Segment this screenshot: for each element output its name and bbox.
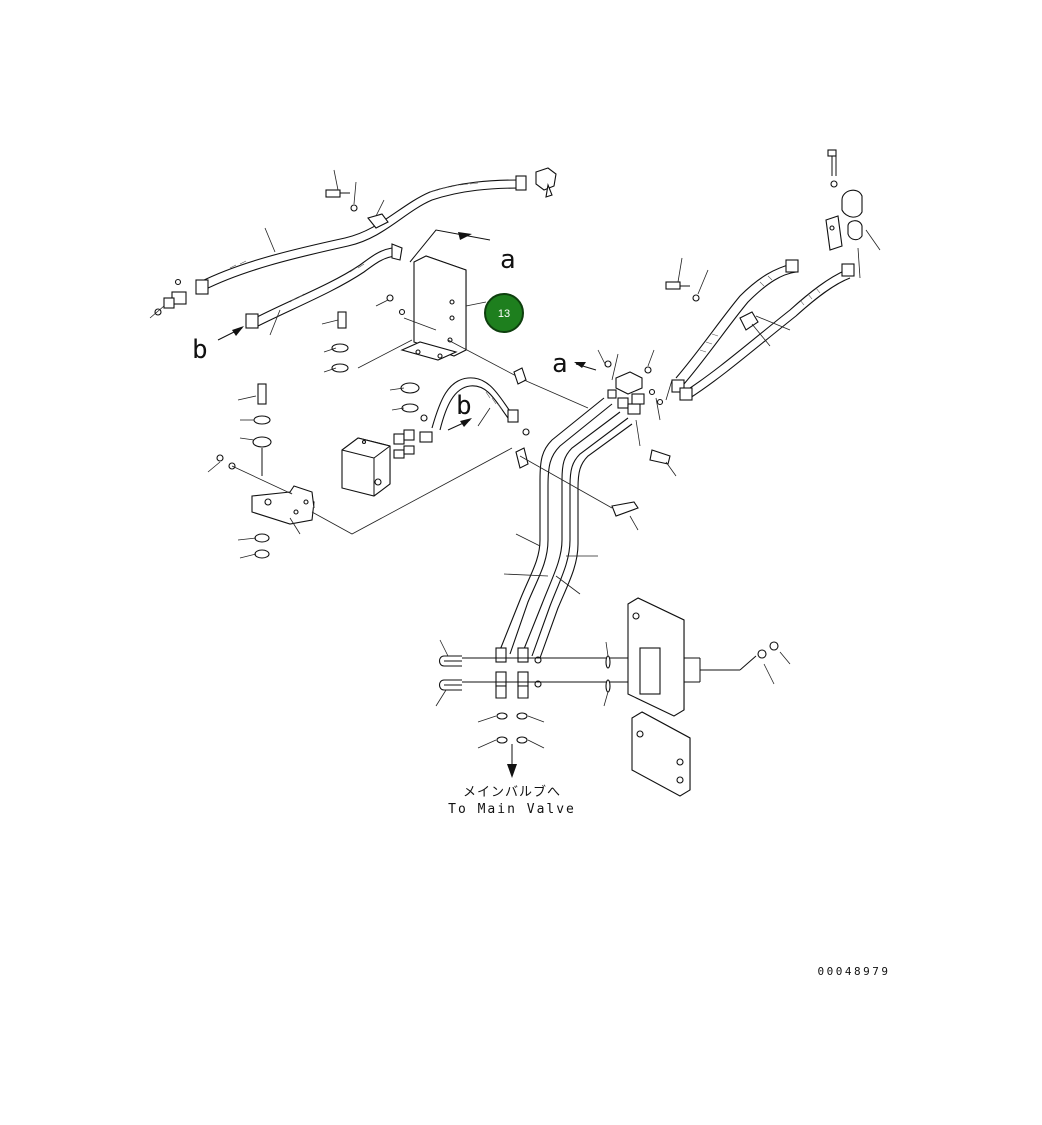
upper-left-hose-assembly (149, 167, 557, 336)
view-label-b-middle: b (456, 391, 472, 421)
view-label-b-left: b (192, 335, 208, 365)
lower-left-bracket-assembly (207, 383, 513, 559)
u-bolt-and-frame-bracket (435, 449, 791, 797)
view-arrow-a-middle: a (552, 349, 597, 379)
valve-block-assembly: b (341, 377, 519, 497)
far-right-clamp-assembly (825, 149, 881, 279)
view-arrow-a-upper: a (409, 229, 516, 275)
callout-13-badge[interactable]: 13 (484, 293, 524, 333)
view-label-a-upper: a (500, 245, 516, 275)
mounting-bracket-13 (321, 255, 521, 413)
drawing-number: 00048979 (818, 965, 891, 978)
view-arrow-b-left: b (192, 326, 244, 365)
callout-13-number: 13 (498, 308, 510, 320)
central-tube-bundle (477, 349, 673, 778)
upper-right-hose-assembly (665, 257, 855, 401)
destination-label-english: To Main Valve (448, 802, 576, 817)
view-label-a-middle: a (552, 349, 568, 379)
destination-label-japanese: メインバルブへ (463, 784, 561, 800)
